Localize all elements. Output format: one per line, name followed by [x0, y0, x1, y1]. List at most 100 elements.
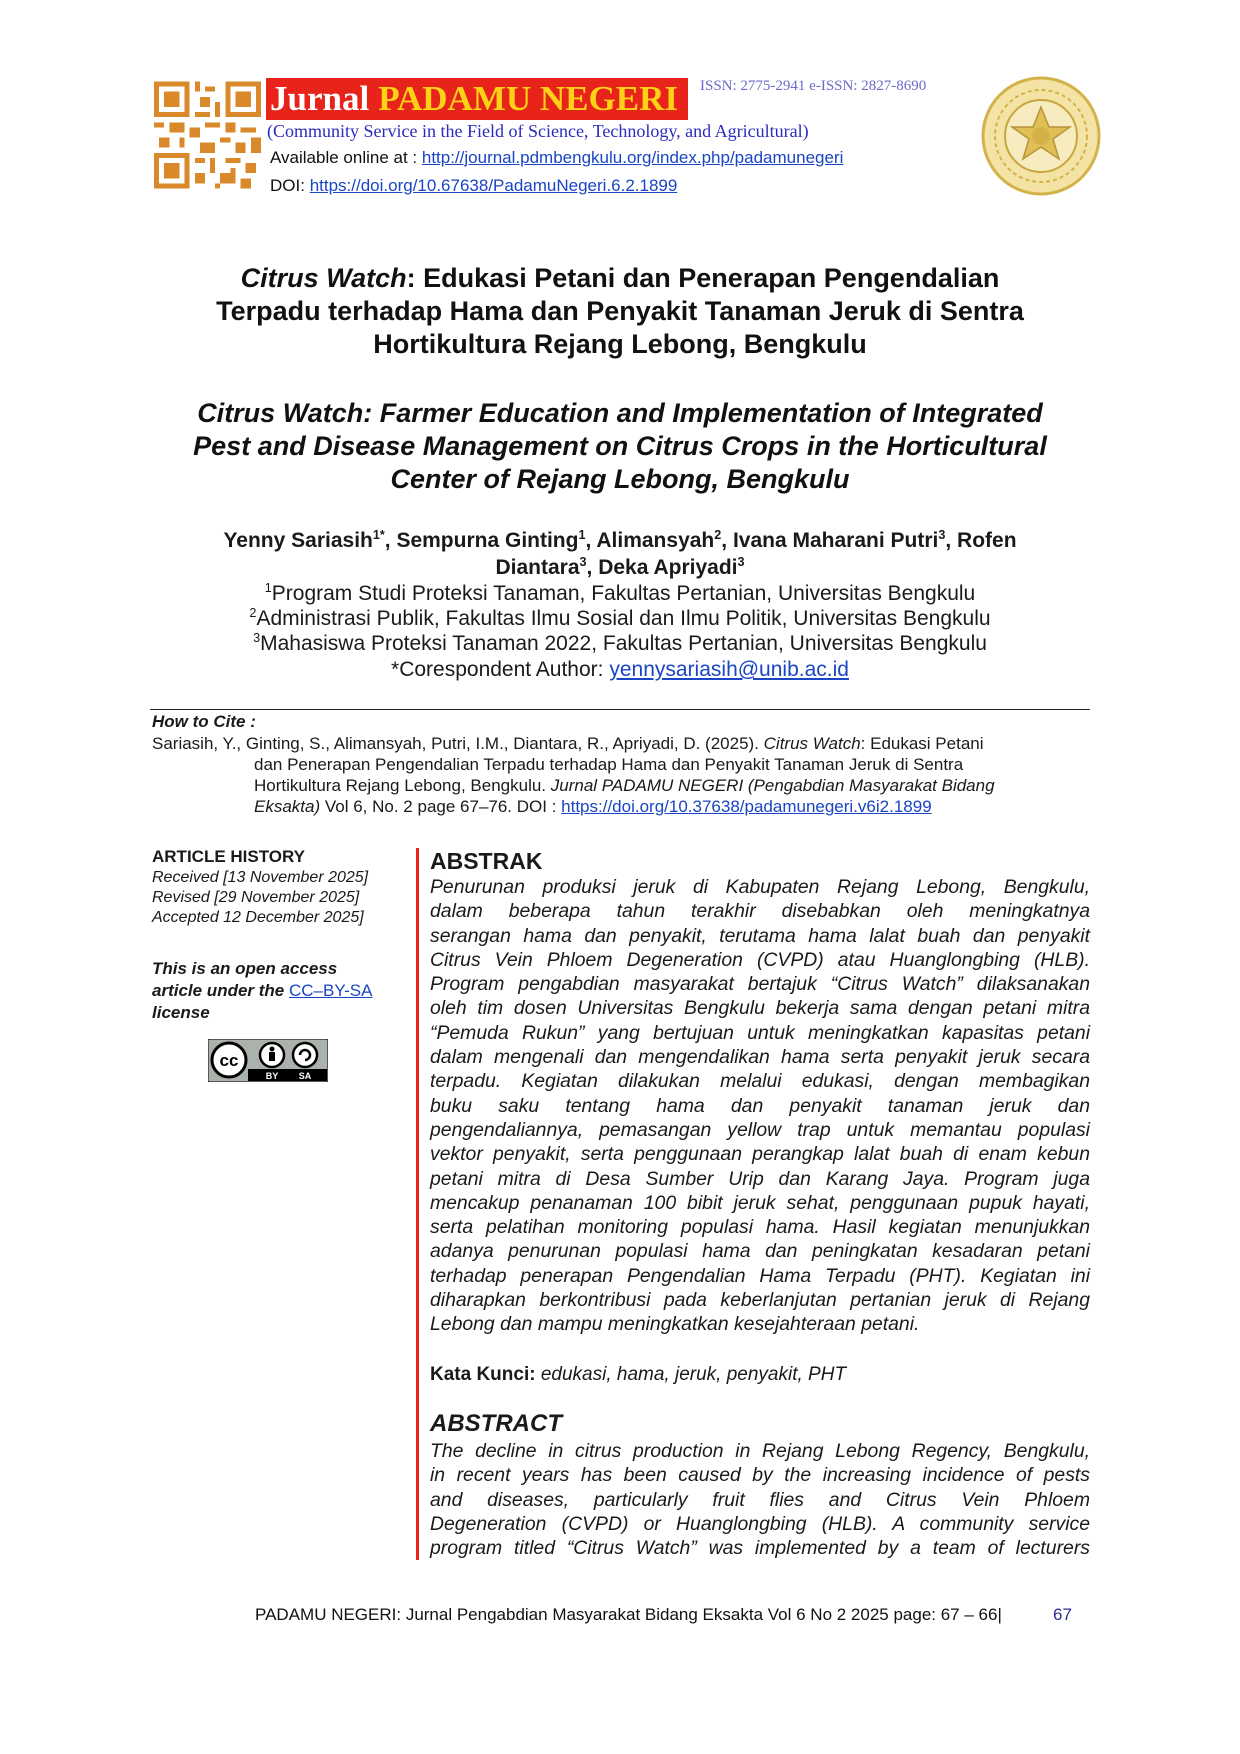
cc-by-sa-badge-icon[interactable]: cc BY SA: [207, 1038, 329, 1083]
journal-url-link[interactable]: http://journal.pdmbengkulu.org/index.php…: [421, 148, 844, 167]
citation-line4: Eksakta) Vol 6, No. 2 page 67–76. DOI : …: [152, 796, 1092, 817]
author-name: Deka Apriyadi: [598, 556, 738, 579]
author-sup: 3: [938, 528, 946, 542]
received-date: Received [13 November 2025]: [152, 869, 369, 886]
title-english: Citrus Watch: Farmer Education and Imple…: [140, 397, 1100, 496]
affiliation-text: Administrasi Publik, Fakultas Ilmu Sosia…: [256, 607, 991, 630]
oa-line3: license: [152, 1003, 210, 1022]
author-name: Alimansyah: [596, 529, 715, 552]
oa-line2: article under the: [152, 981, 285, 1000]
abstract-line: pengendaliannya, pemasangan yellow trap …: [430, 1118, 1090, 1141]
abstract-line: program titled “Citrus Watch” was implem…: [430, 1537, 1090, 1560]
page-footer: PADAMU NEGERI: Jurnal Pengabdian Masyara…: [255, 1605, 1002, 1624]
title-id-line2: Terpadu terhadap Hama dan Penyakit Tanam…: [216, 296, 1024, 326]
cc-label: cc: [220, 1051, 239, 1070]
journal-seal-icon: [980, 75, 1102, 197]
revised-date: Revised [29 November 2025]: [152, 889, 360, 906]
abstract-line: Lebong dan mampu meningkatkan kesejahter…: [430, 1313, 920, 1336]
affiliation-1: 1Program Studi Proteksi Tanaman, Fakulta…: [150, 581, 1090, 606]
abstract-line: terhadap penerapan Pengendalian Hama Ter…: [430, 1264, 1090, 1287]
abstract-line: adanya penurunan populasi hama dan penin…: [430, 1240, 1090, 1263]
citation-volume: Vol 6, No. 2 page 67–76. DOI :: [324, 797, 557, 816]
abstract-line: petani mitra di Desa Sumber Urip dan Kar…: [430, 1167, 1090, 1190]
affiliation-3: 3Mahasiswa Proteksi Tanaman 2022, Fakult…: [150, 631, 1090, 656]
journal-banner: Jurnal PADAMU NEGERI: [266, 78, 688, 120]
abstract-body: The decline in citrus production in Reja…: [430, 1439, 1090, 1560]
title-en-line1: Citrus Watch: Farmer Education and Imple…: [197, 398, 1043, 428]
abstract-line: serangan hama dan penyakit, terutama ham…: [430, 924, 1090, 947]
citation-italic-title: Citrus Watch: [763, 734, 861, 753]
abstrak-body: Penurunan produksi jeruk di Kabupaten Re…: [430, 875, 1090, 1337]
divider: [150, 709, 1090, 710]
title-id-line3: Hortikultura Rejang Lebong, Bengkulu: [373, 329, 867, 359]
title-indonesian: Citrus Watch: Edukasi Petani dan Penerap…: [150, 262, 1090, 361]
abstract-line: in recent years has been caused by the i…: [430, 1464, 1090, 1487]
affiliation-sup: 2: [249, 606, 257, 620]
oa-line1: This is an open access: [152, 959, 338, 978]
correspondent-line: *Corespondent Author: yennysariasih@unib…: [150, 657, 1090, 682]
author-name: Yenny Sariasih: [223, 529, 373, 552]
abstract-line: oleh tim dosen Universitas Bengkulu beke…: [430, 997, 1090, 1020]
abstract-line: dalam beberapa tahun terakhir disebabkan…: [430, 900, 1090, 923]
abstract-line: Degeneration (CVPD) or Huanglongbing (HL…: [430, 1512, 1090, 1535]
sa-label: SA: [299, 1071, 312, 1081]
title-id-italic: Citrus Watch: [240, 263, 407, 293]
affiliation-text: Program Studi Proteksi Tanaman, Fakultas…: [271, 582, 976, 605]
affiliation-sup: 3: [253, 631, 261, 645]
citation-authors: Sariasih, Y., Ginting, S., Alimansyah, P…: [152, 734, 759, 753]
citation-line3: Hortikultura Rejang Lebong, Bengkulu. Ju…: [152, 775, 1092, 796]
abstract-line: and diseases, particularly fruit flies a…: [430, 1488, 1090, 1511]
keywords-label: Kata Kunci:: [430, 1364, 536, 1385]
abstract-line: buku saku tentang hama dan penyakit tana…: [430, 1094, 1090, 1117]
open-access-note: This is an open access article under the…: [152, 958, 402, 1024]
citation-line2: dan Penerapan Pengendalian Terpadu terha…: [254, 755, 964, 774]
author-sup: 2: [714, 528, 722, 542]
author-list: Yenny Sariasih1*, Sempurna Ginting1, Ali…: [223, 528, 1017, 579]
author-sup: 3: [737, 555, 745, 569]
article-history-heading: ARTICLE HISTORY: [152, 847, 306, 866]
keywords-line: Kata Kunci: edukasi, hama, jeruk, penyak…: [430, 1364, 846, 1386]
abstract-heading: ABSTRACT: [430, 1410, 562, 1437]
title-en-line2: Pest and Disease Management on Citrus Cr…: [193, 431, 1047, 461]
abstract-line: dalam mengenali dan mengendalikan hama s…: [430, 1046, 1090, 1069]
citation-journal-end: Eksakta): [254, 797, 321, 816]
doi-label: DOI:: [270, 176, 305, 195]
doi-link[interactable]: https://doi.org/10.67638/PadamuNegeri.6.…: [309, 176, 678, 195]
citation-title-rest: : Edukasi Petani: [860, 734, 984, 753]
available-online-line: Available online at : http://journal.pdm…: [270, 148, 843, 168]
abstract-line: Program pengabdian masyarakat bertajuk “…: [430, 973, 1090, 996]
abstrak-heading: ABSTRAK: [430, 848, 543, 874]
how-to-cite-heading: How to Cite :: [152, 712, 256, 731]
keywords-text: edukasi, hama, jeruk, penyakit, PHT: [540, 1364, 847, 1385]
license-link[interactable]: CC–BY-SA: [289, 981, 373, 1000]
correspondent-email-link[interactable]: yennysariasih@unib.ac.id: [609, 658, 849, 681]
citation-block: Sariasih, Y., Ginting, S., Alimansyah, P…: [152, 733, 1092, 817]
title-en-line3: Center of Rejang Lebong, Bengkulu: [390, 464, 850, 494]
abstract-line: diharapkan berkontribusi pada keberlanju…: [430, 1289, 1090, 1312]
title-id-line1: : Edukasi Petani dan Penerapan Pengendal…: [406, 263, 1000, 293]
affiliation-text: Mahasiswa Proteksi Tanaman 2022, Fakulta…: [260, 632, 987, 655]
citation-doi-link[interactable]: https://doi.org/10.37638/padamunegeri.v6…: [561, 797, 932, 816]
abstract-line: vektor penyakit, serta penggunaan perang…: [430, 1143, 1090, 1166]
by-label: BY: [266, 1071, 279, 1081]
doi-line: DOI: https://doi.org/10.67638/PadamuNege…: [270, 176, 677, 196]
author-name: Ivana Maharani Putri: [732, 529, 939, 552]
abstract-line: “Pemuda Rukun” yang bertujuan untuk meni…: [430, 1021, 1090, 1044]
page-number: 67: [1053, 1605, 1072, 1624]
correspondent-label: *Corespondent Author:: [391, 658, 604, 681]
journal-name-part2: PADAMU NEGERI: [378, 79, 678, 118]
abstract-line: The decline in citrus production in Reja…: [430, 1440, 1090, 1462]
citation-journal: Jurnal PADAMU NEGERI (Pengabdian Masyara…: [550, 776, 995, 795]
journal-subtitle: (Community Service in the Field of Scien…: [267, 121, 809, 141]
abstract-line: mencakup penanaman 100 bibit jeruk sehat…: [430, 1191, 1090, 1214]
abstract-line: terpadu. Kegiatan dilakukan melalui eduk…: [430, 1070, 1090, 1093]
abstract-line: serta pelatihan monitoring populasi hama…: [430, 1216, 1090, 1239]
citation-line3-plain: Hortikultura Rejang Lebong, Bengkulu.: [254, 776, 547, 795]
issn-text: ISSN: 2775-2941 e-ISSN: 2827-8690: [700, 78, 927, 94]
abstract-line: Penurunan produksi jeruk di Kabupaten Re…: [430, 876, 1090, 898]
affiliation-2: 2Administrasi Publik, Fakultas Ilmu Sosi…: [150, 606, 1090, 631]
abstract-accent-bar: [416, 848, 419, 1560]
author-sup: 1: [578, 528, 586, 542]
abstract-line: Citrus Vein Phloem Degeneration (CVPD) a…: [430, 948, 1090, 971]
author-sup: 3: [579, 555, 587, 569]
